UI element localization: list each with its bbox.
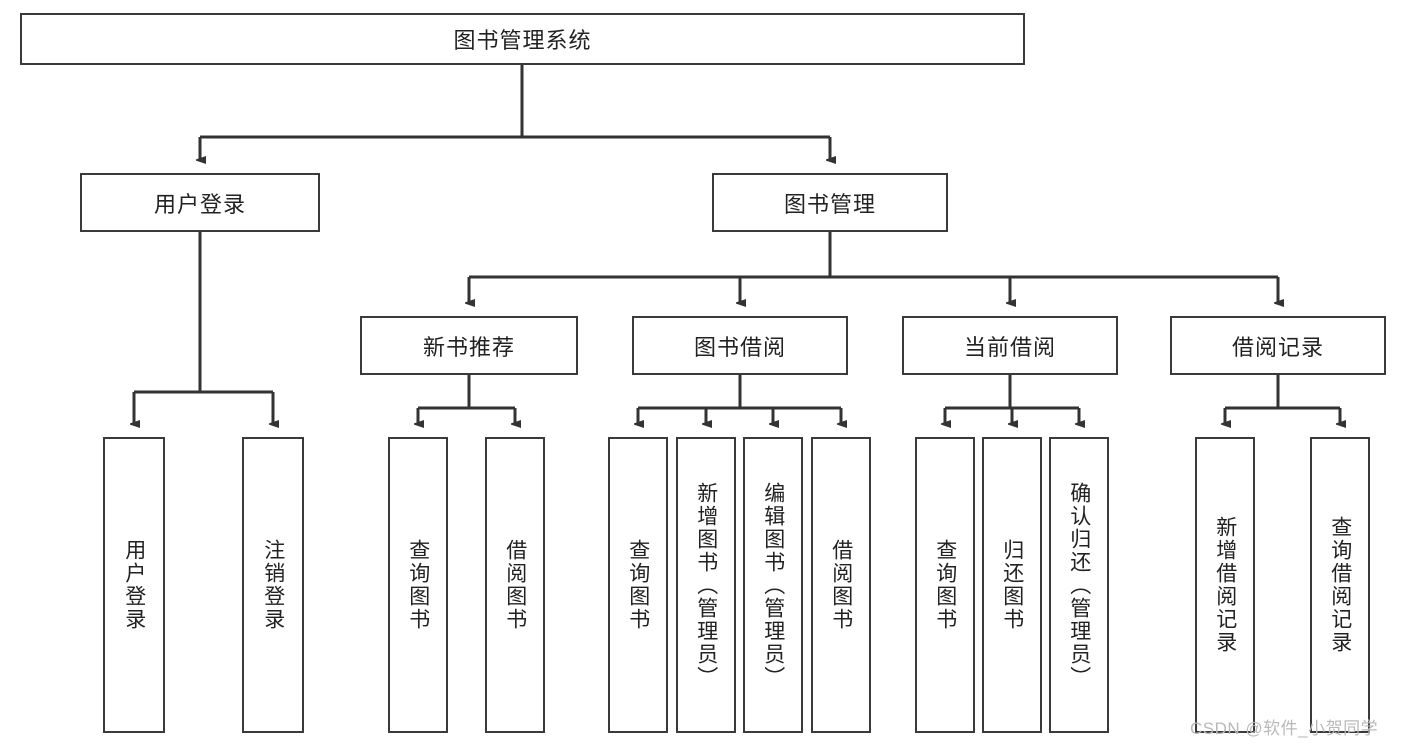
node-book-borrow[interactable]: 图书借阅 xyxy=(632,316,848,375)
leaf-borrow-query-book-label: 查询图书 xyxy=(626,539,650,631)
leaf-borrow-edit-book-admin[interactable]: 编辑图书（管理员） xyxy=(743,437,803,733)
leaf-user-logout-label: 注销登录 xyxy=(261,539,285,631)
node-borrow-record-label: 借阅记录 xyxy=(1231,334,1324,360)
node-user-login-label: 用户登录 xyxy=(153,191,246,217)
node-new-book-recommend-label: 新书推荐 xyxy=(422,334,515,360)
leaf-user-login[interactable]: 用户登录 xyxy=(103,437,165,733)
leaf-recommend-query-book[interactable]: 查询图书 xyxy=(388,437,448,733)
leaf-borrow-borrow-book-label: 借阅图书 xyxy=(829,539,853,631)
leaf-borrow-edit-book-admin-label: 编辑图书（管理员） xyxy=(761,481,785,689)
node-book-management-label: 图书管理 xyxy=(783,191,876,217)
leaf-current-query-book-label: 查询图书 xyxy=(933,539,957,631)
leaf-recommend-borrow-book[interactable]: 借阅图书 xyxy=(485,437,545,733)
node-new-book-recommend[interactable]: 新书推荐 xyxy=(360,316,578,375)
node-borrow-record[interactable]: 借阅记录 xyxy=(1170,316,1386,375)
node-current-borrow-label: 当前借阅 xyxy=(963,334,1056,360)
node-user-login[interactable]: 用户登录 xyxy=(80,173,320,232)
leaf-current-confirm-return-admin-label: 确认归还（管理员） xyxy=(1067,481,1091,689)
leaf-borrow-query-book[interactable]: 查询图书 xyxy=(608,437,668,733)
leaf-borrow-add-book-admin[interactable]: 新增图书（管理员） xyxy=(676,437,736,733)
leaf-recommend-query-book-label: 查询图书 xyxy=(406,539,430,631)
csdn-watermark: CSDN @软件_小贺同学 xyxy=(1190,719,1379,738)
leaf-record-query-borrow-record[interactable]: 查询借阅记录 xyxy=(1310,437,1370,733)
node-book-borrow-label: 图书借阅 xyxy=(693,334,786,360)
leaf-current-return-book-label: 归还图书 xyxy=(1000,539,1024,631)
leaf-record-add-borrow-record-label: 新增借阅记录 xyxy=(1213,516,1237,654)
leaf-user-login-label: 用户登录 xyxy=(122,539,146,631)
node-root[interactable]: 图书管理系统 xyxy=(20,13,1025,65)
leaf-borrow-add-book-admin-label: 新增图书（管理员） xyxy=(694,481,718,689)
leaf-current-return-book[interactable]: 归还图书 xyxy=(982,437,1042,733)
leaf-borrow-borrow-book[interactable]: 借阅图书 xyxy=(811,437,871,733)
node-book-management[interactable]: 图书管理 xyxy=(712,173,948,232)
node-root-label: 图书管理系统 xyxy=(453,28,592,53)
node-current-borrow[interactable]: 当前借阅 xyxy=(902,316,1118,375)
leaf-current-confirm-return-admin[interactable]: 确认归还（管理员） xyxy=(1049,437,1109,733)
leaf-current-query-book[interactable]: 查询图书 xyxy=(915,437,975,733)
leaf-record-query-borrow-record-label: 查询借阅记录 xyxy=(1328,516,1352,654)
leaf-recommend-borrow-book-label: 借阅图书 xyxy=(503,539,527,631)
leaf-user-logout[interactable]: 注销登录 xyxy=(242,437,304,733)
leaf-record-add-borrow-record[interactable]: 新增借阅记录 xyxy=(1195,437,1255,733)
